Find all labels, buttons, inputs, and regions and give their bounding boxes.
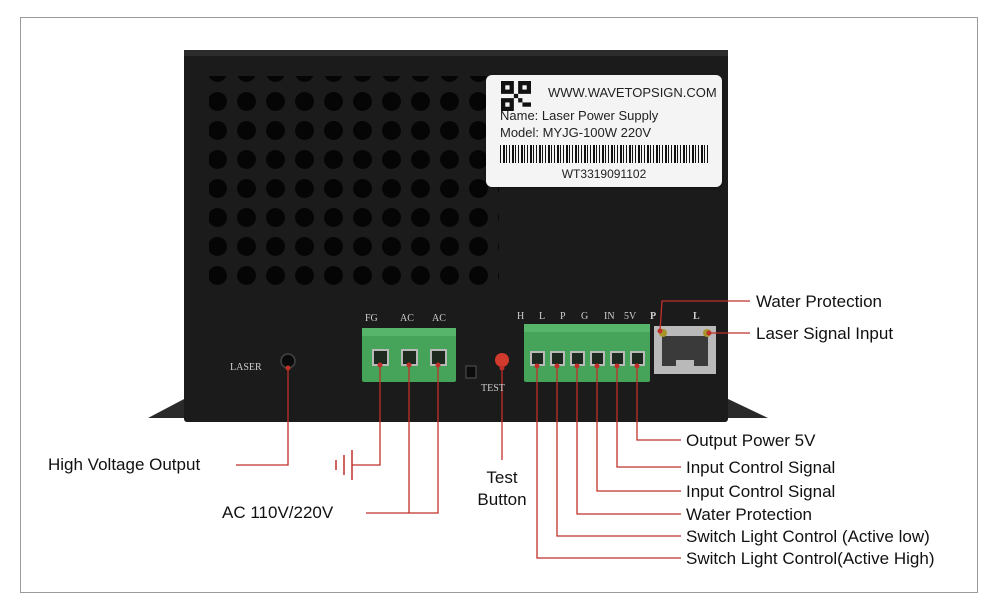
leader-water-protection-bottom	[576, 366, 681, 515]
terminal-label-5v: 5V	[624, 311, 637, 322]
callout-input-control-1: Input Control Signal	[686, 458, 836, 477]
ground-symbol	[335, 450, 353, 480]
callout-water-protection-top: Water Protection	[756, 292, 882, 311]
leader-switch-light-high	[536, 366, 681, 559]
terminal-screw-l	[550, 351, 565, 366]
callout-ac-input: AC 110V/220V	[222, 503, 334, 522]
hv-terminal-label-fg: FG	[365, 313, 378, 324]
label-model: Model: MYJG-100W 220V	[500, 125, 652, 140]
leader-output-power-5v	[636, 366, 681, 441]
leader-input-control-2	[596, 366, 681, 492]
terminal-screw-in	[610, 351, 625, 366]
leader-switch-light-low	[556, 366, 681, 537]
callout-input-control-2: Input Control Signal	[686, 482, 836, 501]
terminal-label-l: L	[539, 311, 546, 322]
product-label-sticker: WWW.WAVETOPSIGN.COM Name: Laser Power Su…	[486, 75, 722, 187]
terminal-screw-p	[570, 351, 585, 366]
terminal-label-p: P	[560, 311, 566, 322]
leader-water-protection-top	[659, 300, 750, 332]
mode-switch	[465, 365, 477, 379]
leader-fg-ground	[352, 365, 381, 466]
callout-high-voltage-output: High Voltage Output	[48, 455, 201, 474]
terminal-label-h: H	[517, 311, 525, 322]
leader-high-voltage-output	[236, 368, 289, 466]
panel-text-test: TEST	[481, 383, 505, 394]
callout-switch-light-high: Switch Light Control(Active High)	[686, 549, 935, 568]
qr-code-icon	[501, 81, 531, 111]
rj45-label-l: L	[693, 311, 700, 322]
test-button-cap	[495, 353, 509, 367]
label-name: Name: Laser Power Supply	[500, 108, 659, 123]
left-mounting-flange	[148, 398, 186, 418]
callout-output-power-5v: Output Power 5V	[686, 431, 816, 450]
callout-water-protection-bottom: Water Protection	[686, 505, 812, 524]
label-serial: WT3319091102	[561, 167, 647, 181]
callout-switch-light-low: Switch Light Control (Active low)	[686, 527, 930, 546]
callout-laser-signal-input: Laser Signal Input	[756, 324, 894, 343]
terminal-label-in: IN	[604, 311, 615, 322]
rj45-label-p: P	[650, 311, 657, 322]
panel-text-laser: LASER	[230, 362, 262, 373]
label-url: WWW.WAVETOPSIGN.COM	[548, 85, 717, 100]
right-mounting-flange	[726, 398, 768, 418]
terminal-screw-h	[530, 351, 545, 366]
callout-test-button-line2: Button	[477, 490, 527, 509]
callout-test-button-line1: Test	[486, 468, 518, 487]
terminal-screw-g	[590, 351, 605, 366]
terminal-label-g: G	[581, 311, 589, 322]
hv-terminal-label-ac1: AC	[400, 313, 414, 324]
chassis-top-edge	[184, 50, 728, 56]
hv-terminal-label-ac2: AC	[432, 313, 446, 324]
image-frame	[20, 17, 978, 593]
terminal-screw-5v	[630, 351, 645, 366]
leader-input-control-1	[616, 366, 681, 468]
ventilation-grid	[209, 76, 499, 292]
barcode	[500, 145, 708, 163]
